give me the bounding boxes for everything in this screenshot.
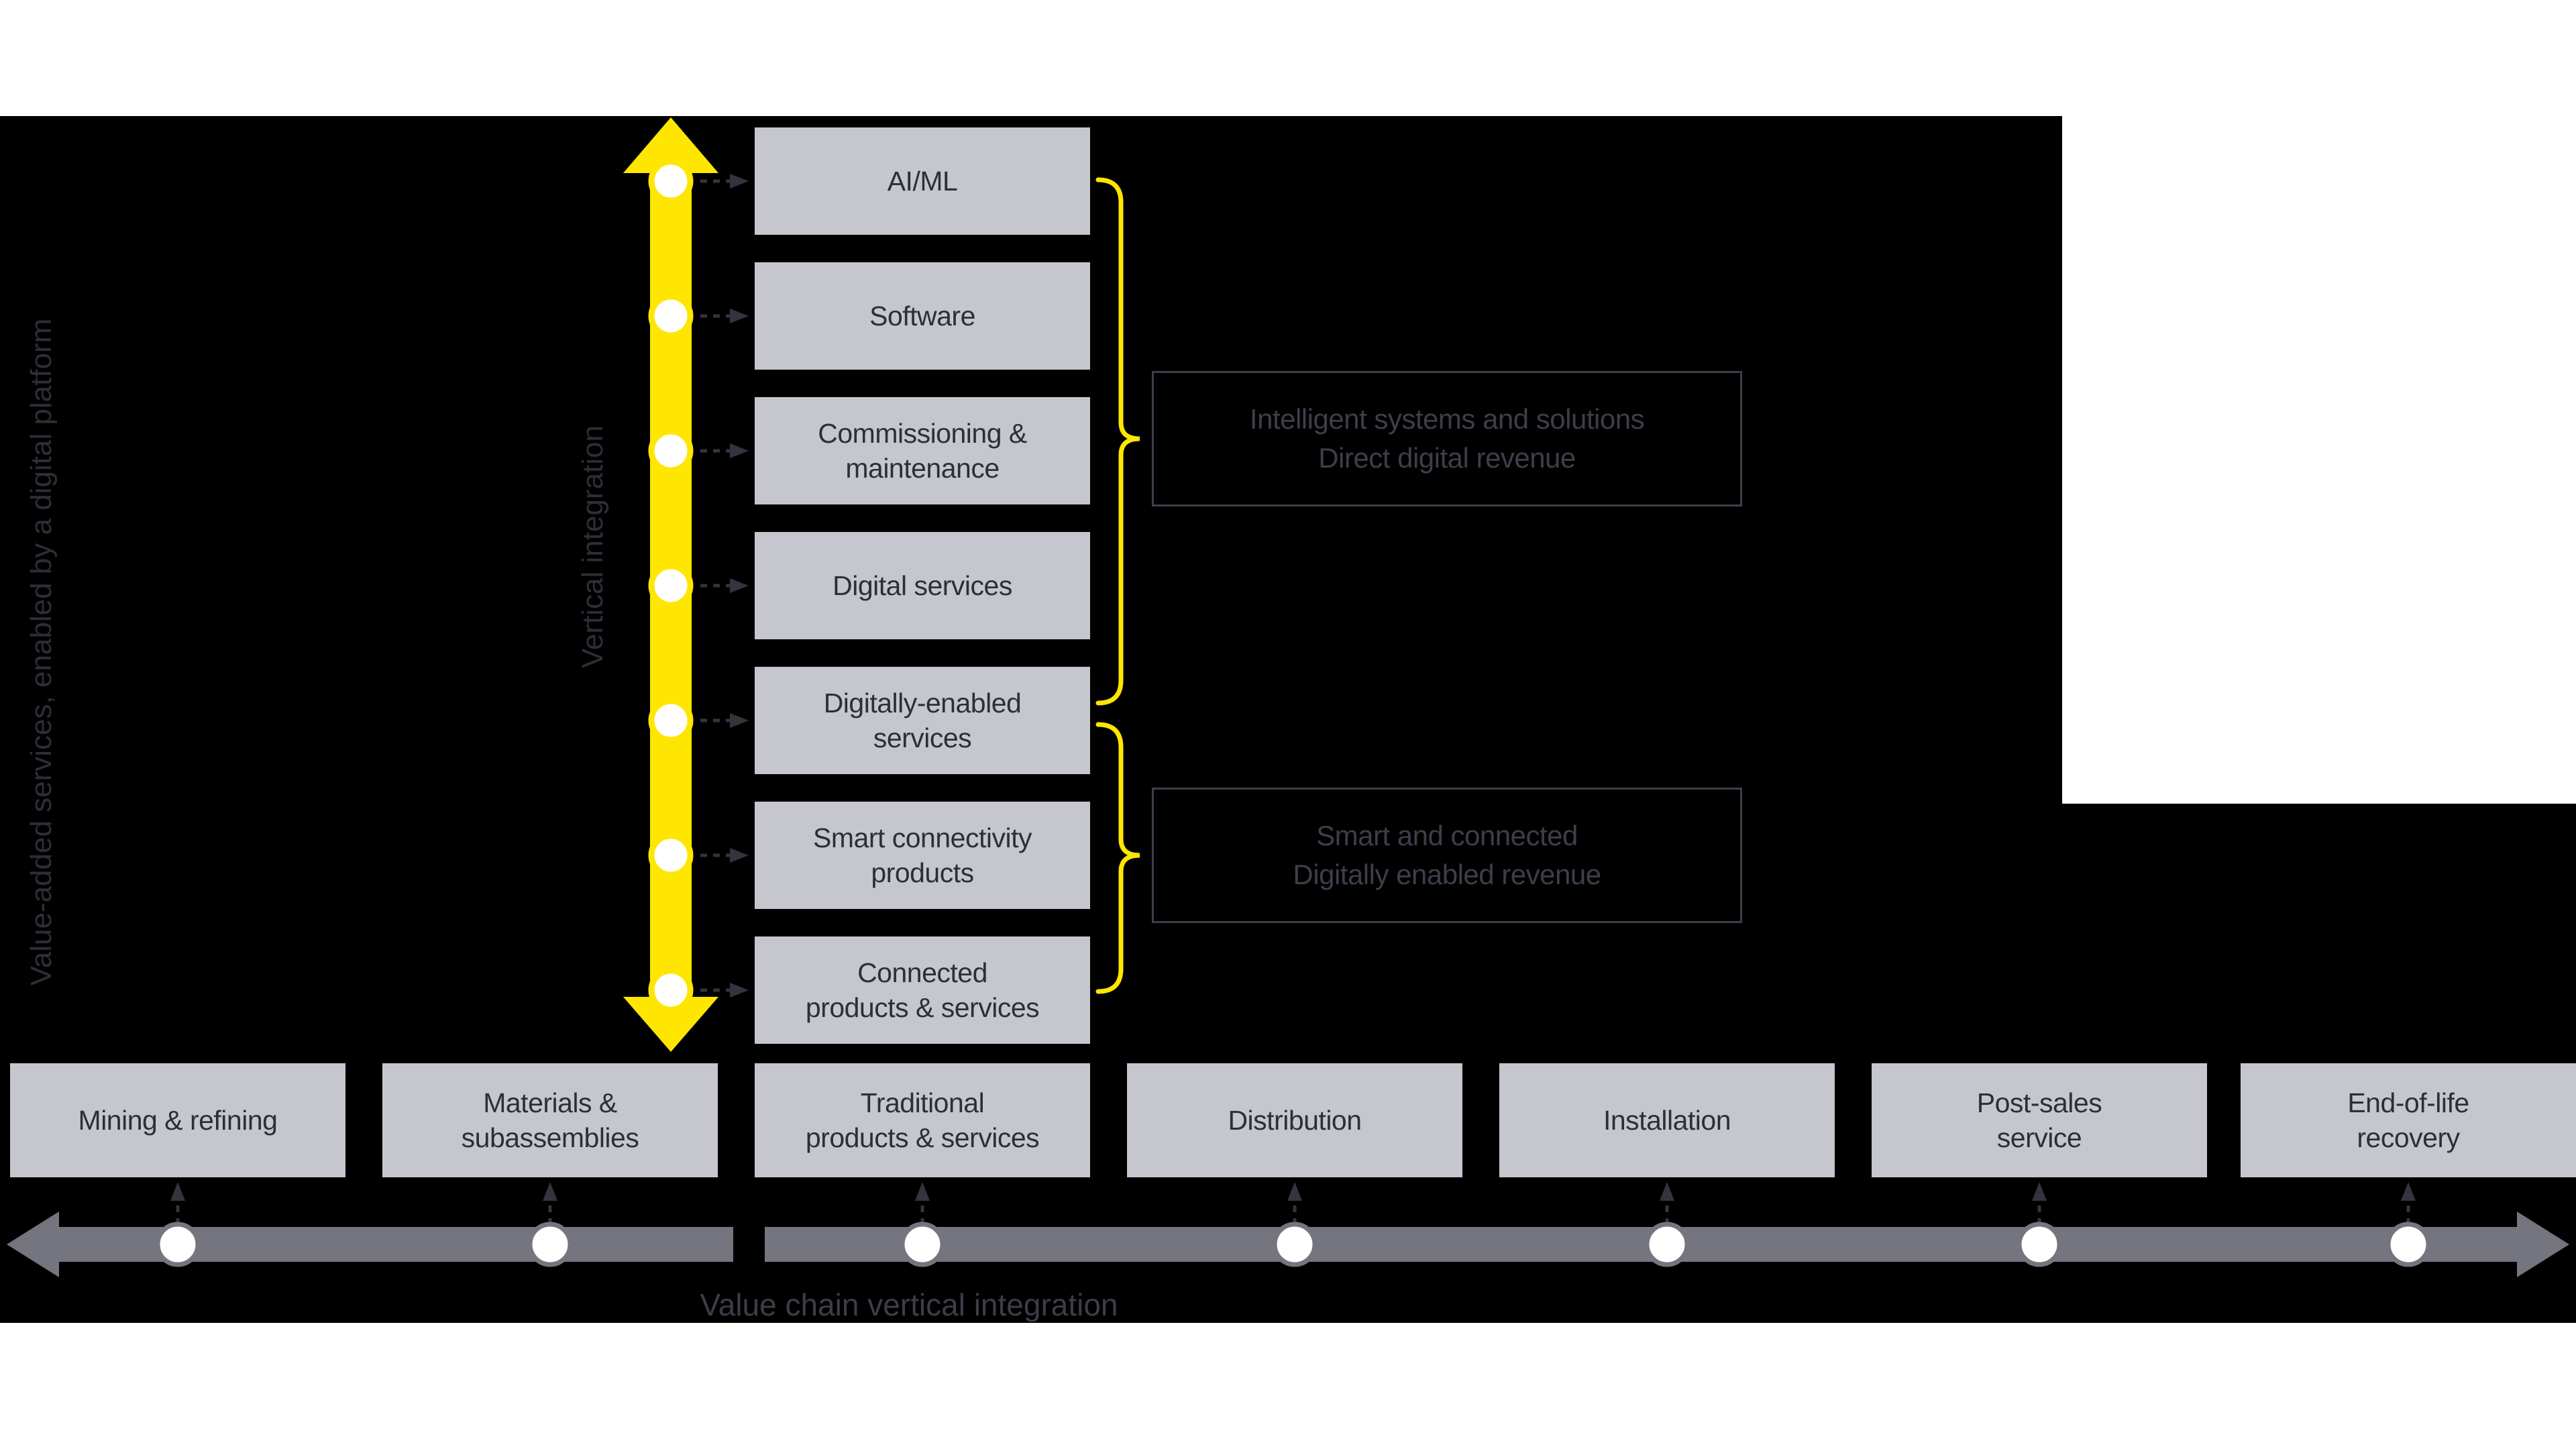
chain-box-materials-subassemblies: Materials & subassemblies (382, 1063, 718, 1177)
chain-dashed-connector-icons (170, 1182, 2416, 1225)
revenue-group-line2: Digitally enabled revenue (1293, 859, 1601, 890)
brace-smart-connected-icon (1095, 722, 1140, 994)
stack-box-digitally-enabled-services: Digitally-enabled services (755, 667, 1090, 774)
value-chain-node-dots (155, 1222, 2431, 1267)
stack-box-commissioning-maintenance: Commissioning & maintenance (755, 397, 1090, 504)
chain-box-end-of-life-recovery: End-of-life recovery (2241, 1063, 2576, 1177)
stack-box-digital-services: Digital services (755, 532, 1090, 639)
vertical-integration-label: Vertical integration (576, 425, 609, 668)
value-chain-axis-label: Value chain vertical integration (700, 1287, 1118, 1322)
revenue-group-line1: Intelligent systems and solutions (1249, 403, 1645, 435)
stack-box-connected-products-services: Connected products & services (755, 936, 1090, 1044)
brace-intelligent-systems-icon (1095, 177, 1140, 706)
revenue-group-intelligent-systems: Intelligent systems and solutions Direct… (1152, 371, 1742, 506)
stack-box-software: Software (755, 262, 1090, 370)
revenue-group-smart-connected: Smart and connected Digitally enabled re… (1152, 788, 1742, 923)
revenue-group-line1: Smart and connected (1316, 820, 1578, 851)
stack-box-smart-connectivity-products: Smart connectivity products (755, 802, 1090, 909)
chain-box-post-sales-service: Post-sales service (1872, 1063, 2207, 1177)
chain-box-traditional-products-services: Traditional products & services (755, 1063, 1090, 1177)
stack-dashed-connector-icons (700, 174, 749, 998)
vertical-arrow-node-dots (648, 158, 694, 1013)
stack-box-ai-ml: AI/ML (755, 127, 1090, 235)
revenue-group-line2: Direct digital revenue (1318, 442, 1576, 474)
left-axis-label: Value-added services, enabled by a digit… (25, 318, 58, 986)
chain-box-installation: Installation (1499, 1063, 1835, 1177)
chain-box-distribution: Distribution (1127, 1063, 1462, 1177)
chain-box-mining-refining: Mining & refining (10, 1063, 345, 1177)
